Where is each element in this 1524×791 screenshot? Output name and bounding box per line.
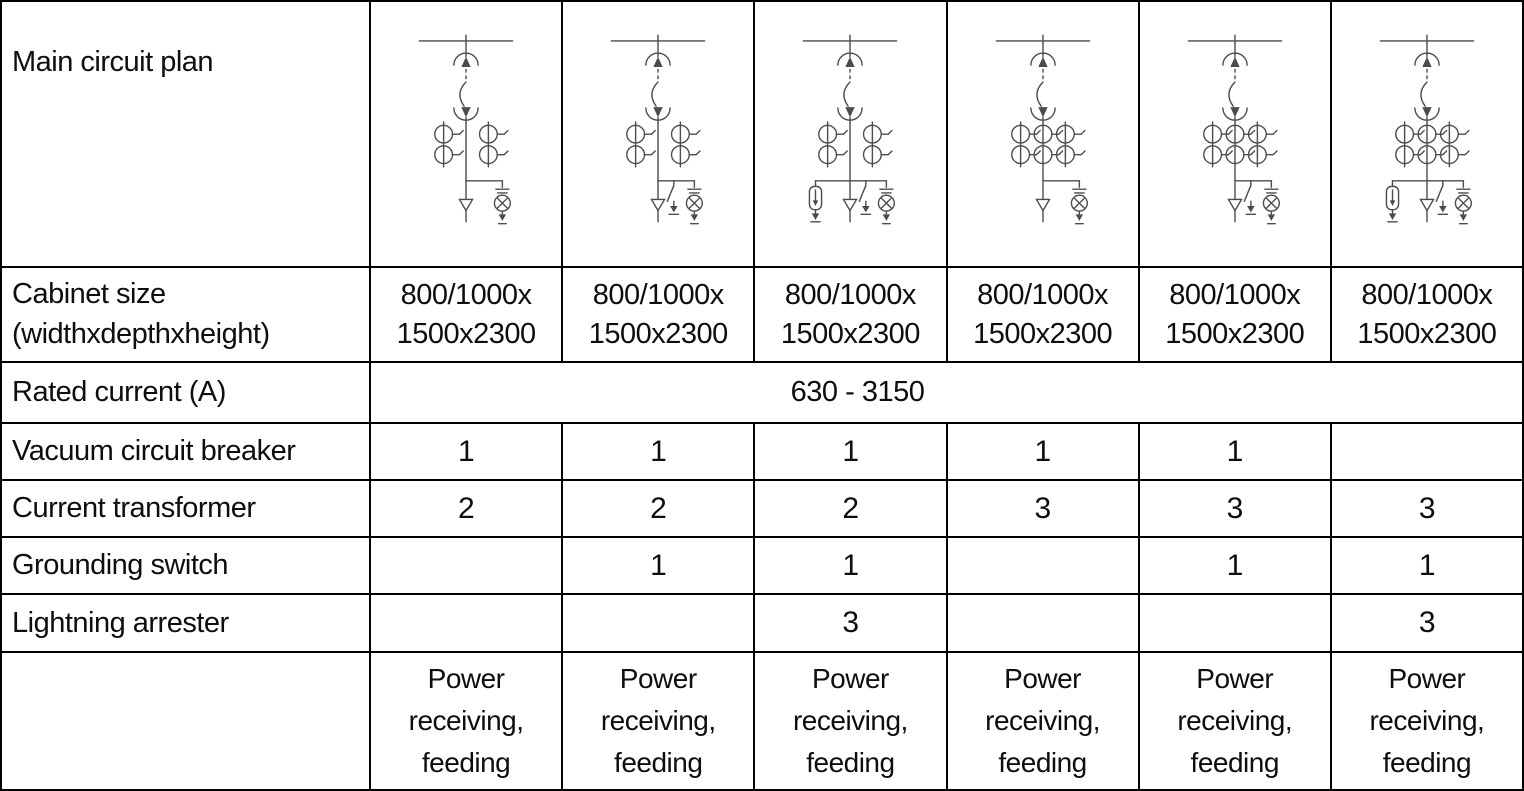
cabinet-size-line2: 1500x2300 xyxy=(780,317,921,350)
vcb-count: 1 xyxy=(947,424,1138,479)
main-circuit-diagram-cell xyxy=(371,2,562,266)
main-circuit-diagram-cell xyxy=(947,2,1138,266)
cabinet-size-line2: 1500x2300 xyxy=(588,317,729,350)
main-circuit-diagram-cell xyxy=(563,2,754,266)
vcb-count: 1 xyxy=(371,424,562,479)
cabinet-size-line1: 800/1000x xyxy=(400,279,532,312)
cabinet-size-line2: 1500x2300 xyxy=(396,317,537,350)
vcb-count: 1 xyxy=(755,424,946,479)
gs-count xyxy=(371,538,562,593)
ct-count: 2 xyxy=(371,481,562,536)
application-value: Power receiving, feeding xyxy=(1331,653,1522,789)
gs-count: 1 xyxy=(755,538,946,593)
ct-count: 3 xyxy=(1139,481,1330,536)
main-circuit-diagram-cell xyxy=(1331,2,1522,266)
cabinet-size-line1: 800/1000x xyxy=(592,279,724,312)
application-value: Power receiving, feeding xyxy=(947,653,1138,789)
cabinet-size-line1: 800/1000x xyxy=(1169,279,1301,312)
application-value: Power receiving, feeding xyxy=(1139,653,1330,789)
gs-count: 1 xyxy=(1139,538,1330,593)
cabinet-size-value: 800/1000x 1500x2300 xyxy=(371,268,562,361)
ct-count: 3 xyxy=(947,481,1138,536)
row-label-cabinet-size: Cabinet size (widthxdepthxheight) xyxy=(2,268,369,361)
gs-count: 1 xyxy=(1331,538,1522,593)
row-label-lightning-arrester: Lightning arrester xyxy=(2,595,369,651)
cabinet-size-line2: 1500x2300 xyxy=(1357,317,1497,350)
row-label-vacuum-circuit-breaker: Vacuum circuit breaker xyxy=(2,424,369,479)
circuit-diagram-icon xyxy=(1187,34,1283,225)
cabinet-size-value: 800/1000x 1500x2300 xyxy=(755,268,946,361)
cabinet-size-line2: 1500x2300 xyxy=(1165,317,1305,350)
la-count: 3 xyxy=(755,595,946,651)
cabinet-size-line1: 800/1000x xyxy=(1361,279,1493,312)
rated-current-value: 630 - 3150 xyxy=(371,363,1522,422)
circuit-diagram-icon xyxy=(1379,34,1475,225)
ct-count: 2 xyxy=(755,481,946,536)
cabinet-size-value: 800/1000x 1500x2300 xyxy=(947,268,1138,361)
vcb-count: 1 xyxy=(563,424,754,479)
row-label-main-circuit-plan: Main circuit plan xyxy=(2,2,369,266)
main-circuit-diagram-cell xyxy=(1139,2,1330,266)
application-value: Power receiving, feeding xyxy=(371,653,562,789)
cabinet-size-label-line2: (widthxdepthxheight) xyxy=(12,317,270,350)
la-count xyxy=(563,595,754,651)
la-count: 3 xyxy=(1331,595,1522,651)
row-label-grounding-switch: Grounding switch xyxy=(2,538,369,593)
ct-count: 3 xyxy=(1331,481,1522,536)
cabinet-size-line1: 800/1000x xyxy=(784,279,916,312)
la-count xyxy=(947,595,1138,651)
main-circuit-diagram-cell xyxy=(755,2,946,266)
vcb-count: 1 xyxy=(1139,424,1330,479)
circuit-diagram-icon xyxy=(610,34,706,225)
cabinet-size-line2: 1500x2300 xyxy=(973,317,1113,350)
circuit-diagram-icon xyxy=(418,34,514,225)
ct-count: 2 xyxy=(563,481,754,536)
gs-count: 1 xyxy=(563,538,754,593)
la-count xyxy=(1139,595,1330,651)
application-value: Power receiving, feeding xyxy=(755,653,946,789)
vcb-count xyxy=(1331,424,1522,479)
la-count xyxy=(371,595,562,651)
cabinet-size-line1: 800/1000x xyxy=(977,279,1109,312)
circuit-diagram-icon xyxy=(995,34,1090,225)
cabinet-size-value: 800/1000x 1500x2300 xyxy=(1331,268,1522,361)
row-label-current-transformer: Current transformer xyxy=(2,481,369,536)
cabinet-size-value: 800/1000x 1500x2300 xyxy=(1139,268,1330,361)
cabinet-size-value: 800/1000x 1500x2300 xyxy=(563,268,754,361)
cabinet-size-label-line1: Cabinet size xyxy=(12,278,166,311)
row-label-rated-current: Rated current (A) xyxy=(2,363,369,422)
circuit-diagram-icon xyxy=(803,34,898,225)
gs-count xyxy=(947,538,1138,593)
application-value: Power receiving, feeding xyxy=(563,653,754,789)
row-label-application-empty xyxy=(2,653,369,789)
